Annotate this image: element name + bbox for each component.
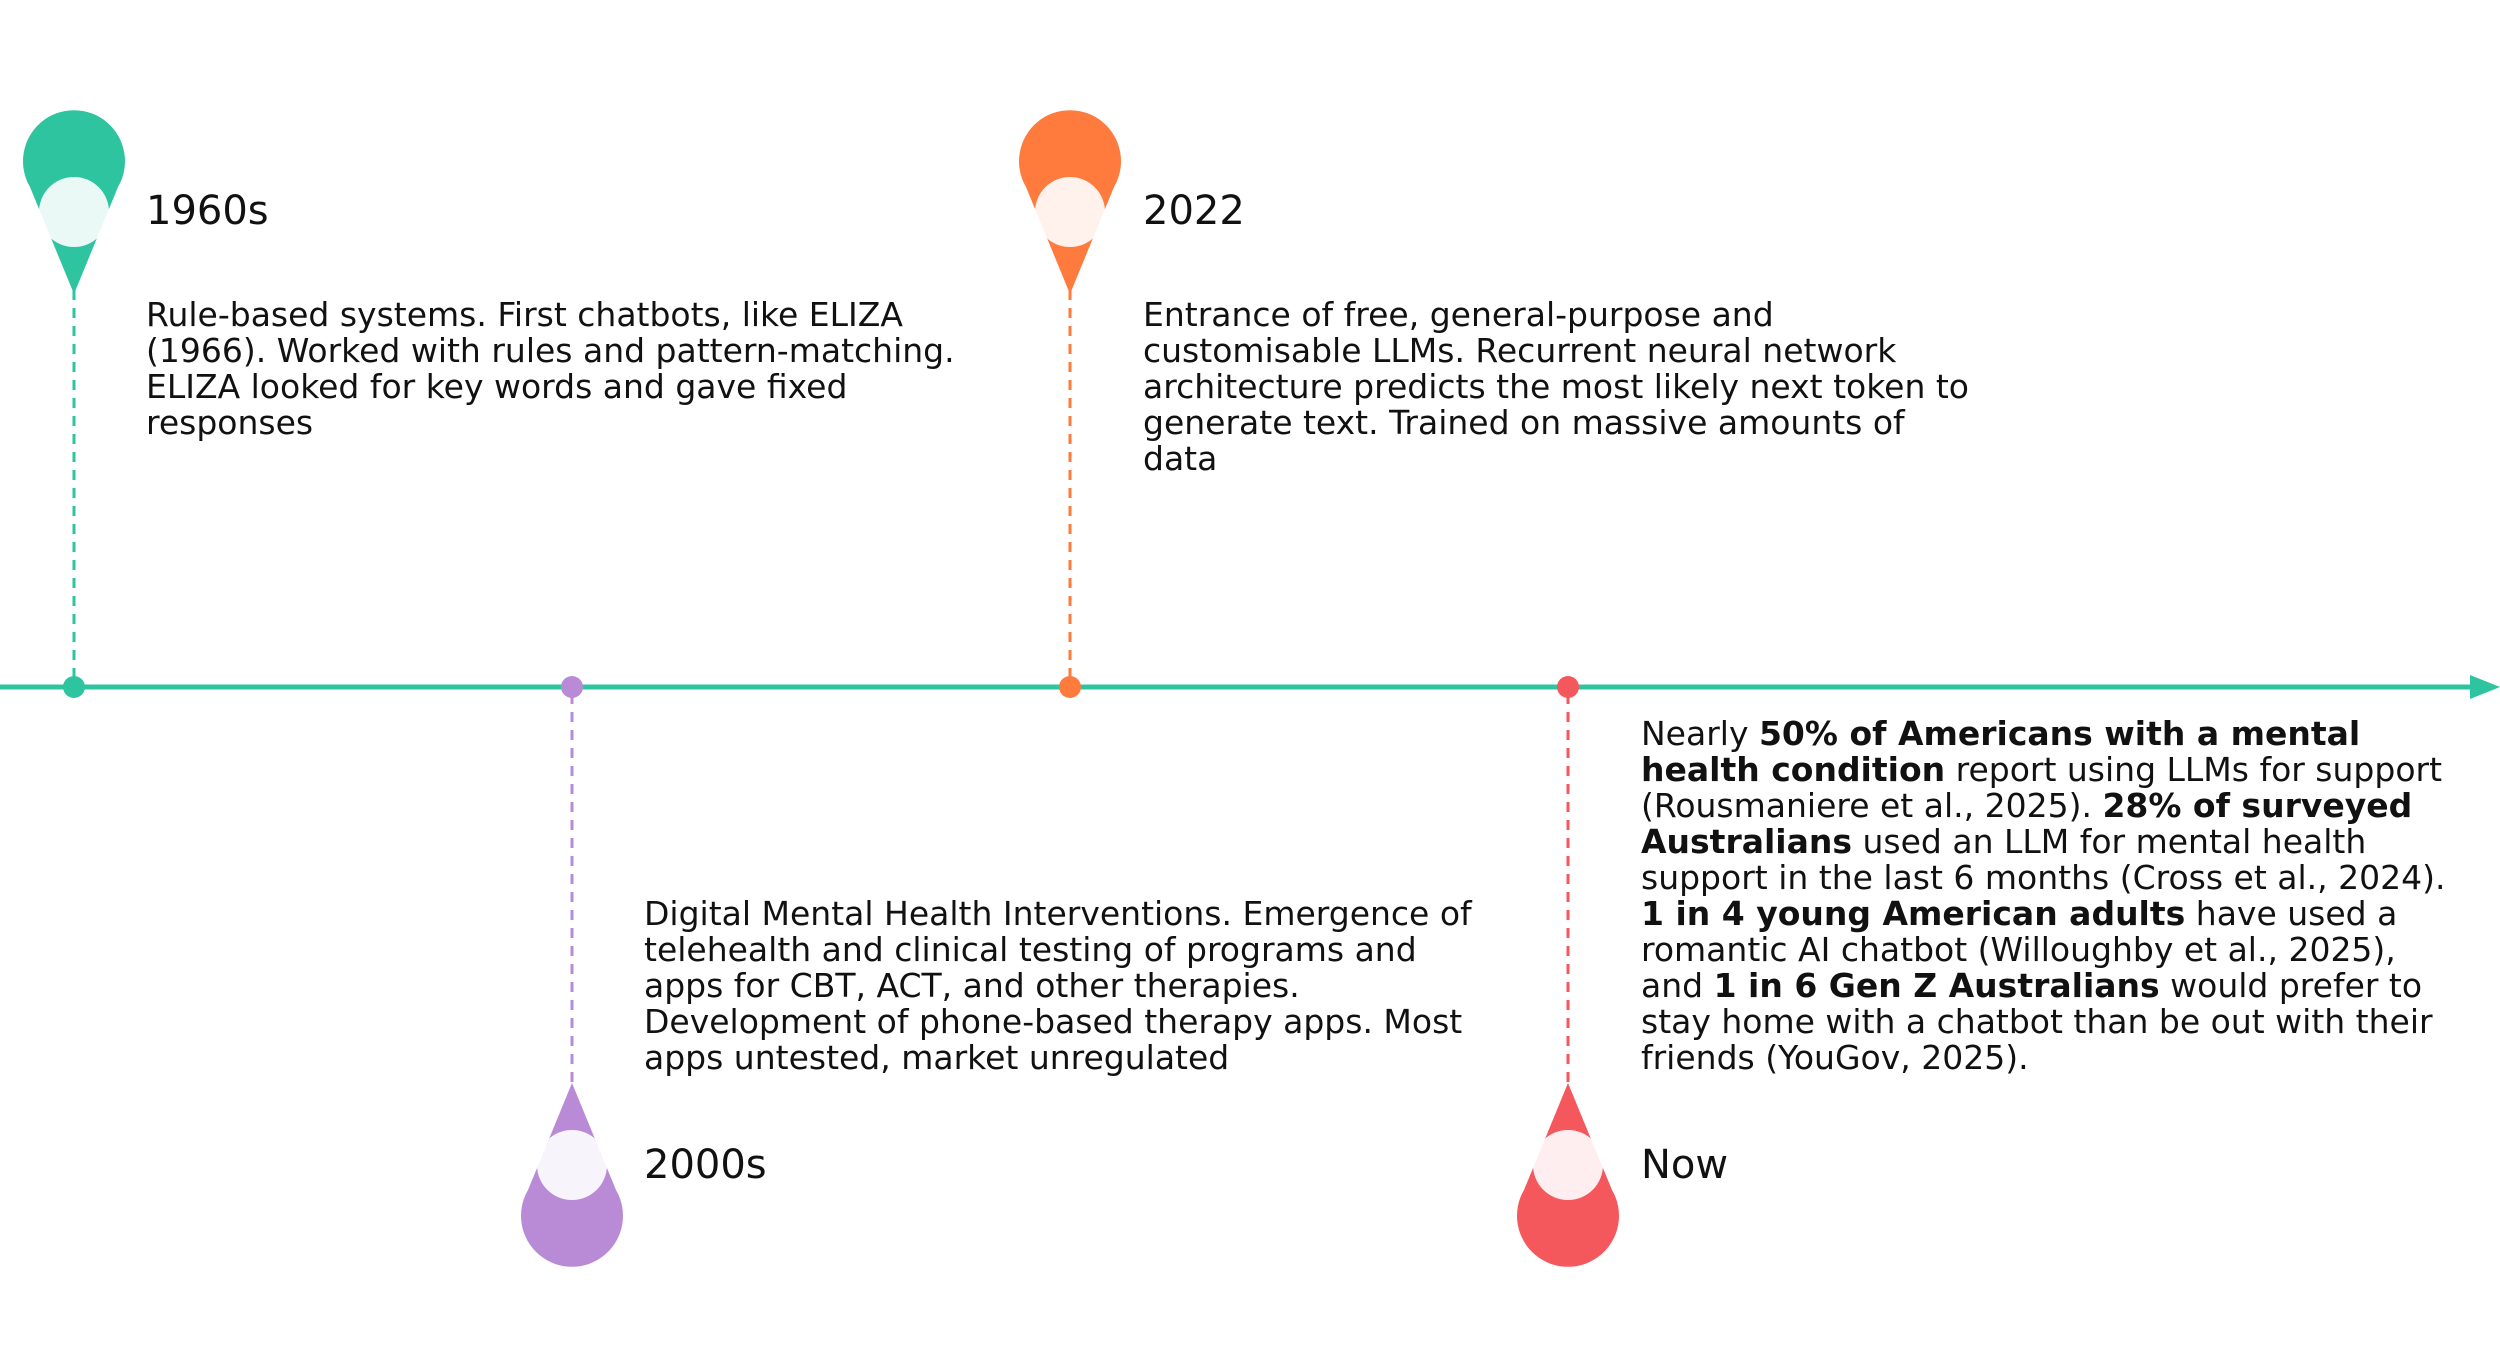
- map-pin-icon: [22, 110, 125, 294]
- now-text-run: used an LLM for mental health support in…: [1641, 822, 2446, 897]
- event-year-now: Now: [1641, 1142, 1729, 1188]
- map-pin-icon: [521, 1083, 623, 1267]
- event-description-1960s: Rule-based systems. First chatbots, like…: [146, 295, 955, 442]
- now-text-highlight: 1 in 6 Gen Z Australians: [1713, 966, 2160, 1005]
- now-text-run: have used a romantic AI chatbot (Willoug…: [1641, 894, 2398, 1005]
- now-text-run: report using LLMs for support (Rousmanie…: [1641, 750, 2443, 825]
- event-description-2022: Entrance of free, general-purpose and cu…: [1143, 295, 1969, 478]
- now-text-highlight: 28% of surveyed Australians: [1641, 786, 2413, 861]
- axis-dot-2022: [1059, 676, 1081, 698]
- axis-dot-2000s: [561, 676, 583, 698]
- event-description-2000s: Digital Mental Health Interventions. Eme…: [644, 894, 1472, 1077]
- now-text-run: Nearly: [1641, 714, 1759, 753]
- axis-dot-1960s: [63, 676, 85, 698]
- map-pin-icon: [1517, 1083, 1619, 1267]
- event-year-2022: 2022: [1143, 188, 1245, 234]
- now-text-highlight: 50% of Americans with a mental health co…: [1641, 714, 2361, 789]
- now-text-run: would prefer to stay home with a chatbot…: [1641, 966, 2433, 1077]
- event-year-1960s: 1960s: [146, 188, 269, 234]
- axis-dot-now: [1557, 676, 1579, 698]
- now-text-highlight: 1 in 4 young American adults: [1641, 894, 2186, 933]
- arrow-right-icon: [2470, 675, 2500, 699]
- event-description-now: Nearly 50% of Americans with a mental he…: [1641, 716, 2466, 1076]
- map-pin-icon: [1019, 110, 1121, 294]
- event-year-2000s: 2000s: [644, 1142, 767, 1188]
